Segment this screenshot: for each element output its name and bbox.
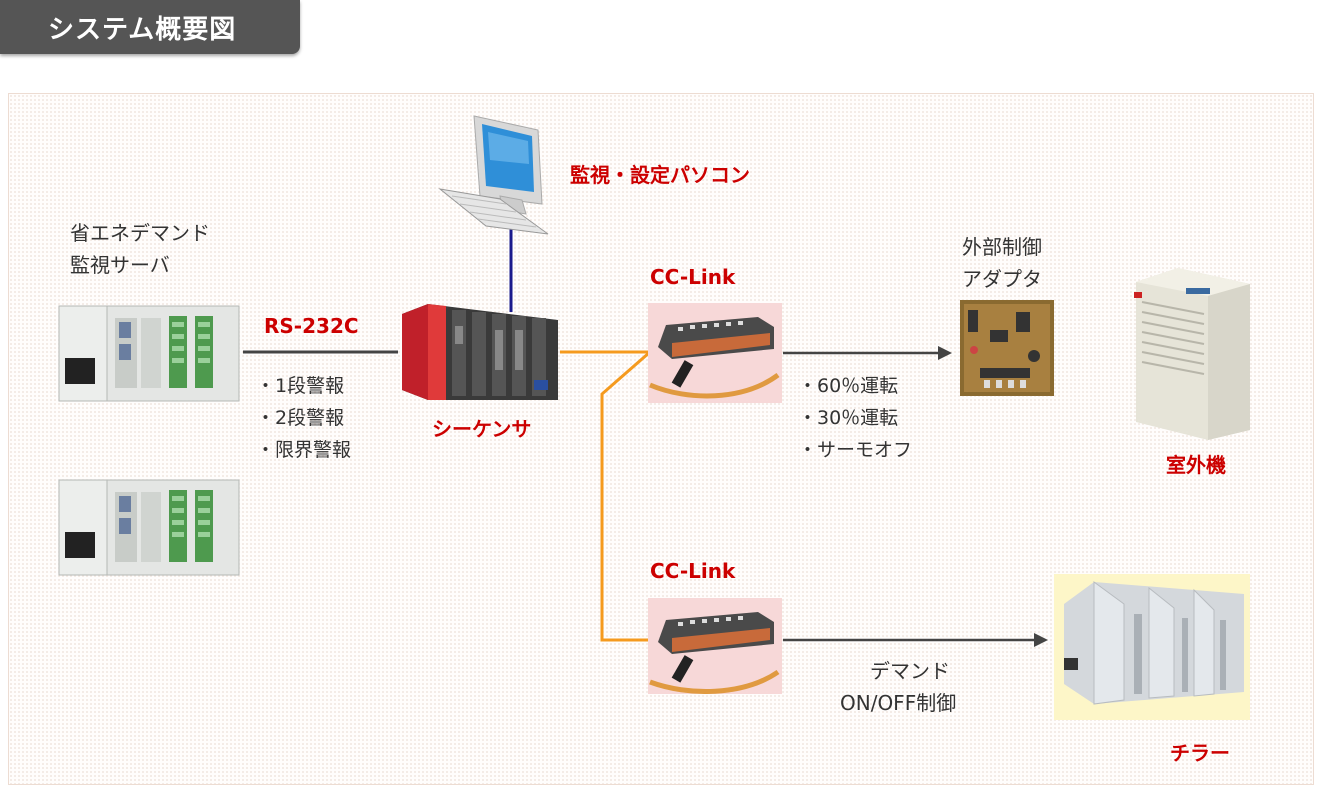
sequencer-plc-icon	[402, 304, 558, 400]
cc-link-label-bottom: CC-Link	[650, 559, 736, 583]
adapter-label-line2: アダプタ	[962, 267, 1042, 291]
server-label-line2: 監視サーバ	[70, 253, 170, 277]
operation-item: ・サーモオフ	[798, 439, 913, 461]
arrowhead-chiller	[1034, 633, 1048, 647]
cc-link-module-bottom	[648, 598, 782, 694]
demand-label-line2: ON/OFF制御	[840, 691, 957, 715]
alarm-item: ・2段警報	[256, 407, 345, 429]
outdoor-unit-label: 室外機	[1166, 453, 1226, 477]
operation-item: ・60％運転	[798, 375, 899, 397]
server-unit-2	[58, 479, 240, 576]
alarm-list: ・1段警報 ・2段警報 ・限界警報	[256, 370, 351, 466]
outdoor-unit-icon	[1134, 268, 1250, 440]
sequencer-label: シーケンサ	[432, 417, 532, 441]
operation-item: ・30％運転	[798, 407, 899, 429]
arrowhead-adapter	[938, 346, 952, 360]
chiller-label: チラー	[1170, 741, 1230, 765]
adapter-label-line1: 外部制御	[962, 235, 1042, 259]
monitor-pc-icon	[438, 115, 549, 235]
cc-link-module-top	[648, 303, 782, 403]
alarm-item: ・限界警報	[256, 439, 352, 461]
server-unit-1	[58, 305, 240, 402]
cc-link-label-top: CC-Link	[650, 265, 736, 289]
cc-link-cable-bottom	[600, 350, 651, 642]
pc-label: 監視・設定パソコン	[570, 163, 750, 187]
demand-label-line1: デマンド	[870, 659, 950, 683]
title-tab: システム概要図	[0, 0, 300, 54]
operation-list: ・60％運転 ・30％運転 ・サーモオフ	[798, 370, 912, 466]
page-title: システム概要図	[48, 15, 237, 45]
alarm-item: ・1段警報	[256, 375, 345, 397]
adapter-board-icon	[960, 300, 1054, 396]
chiller-icon	[1054, 574, 1250, 720]
server-label-line1: 省エネデマンド	[70, 221, 210, 245]
rs232c-label: RS-232C	[264, 314, 359, 338]
